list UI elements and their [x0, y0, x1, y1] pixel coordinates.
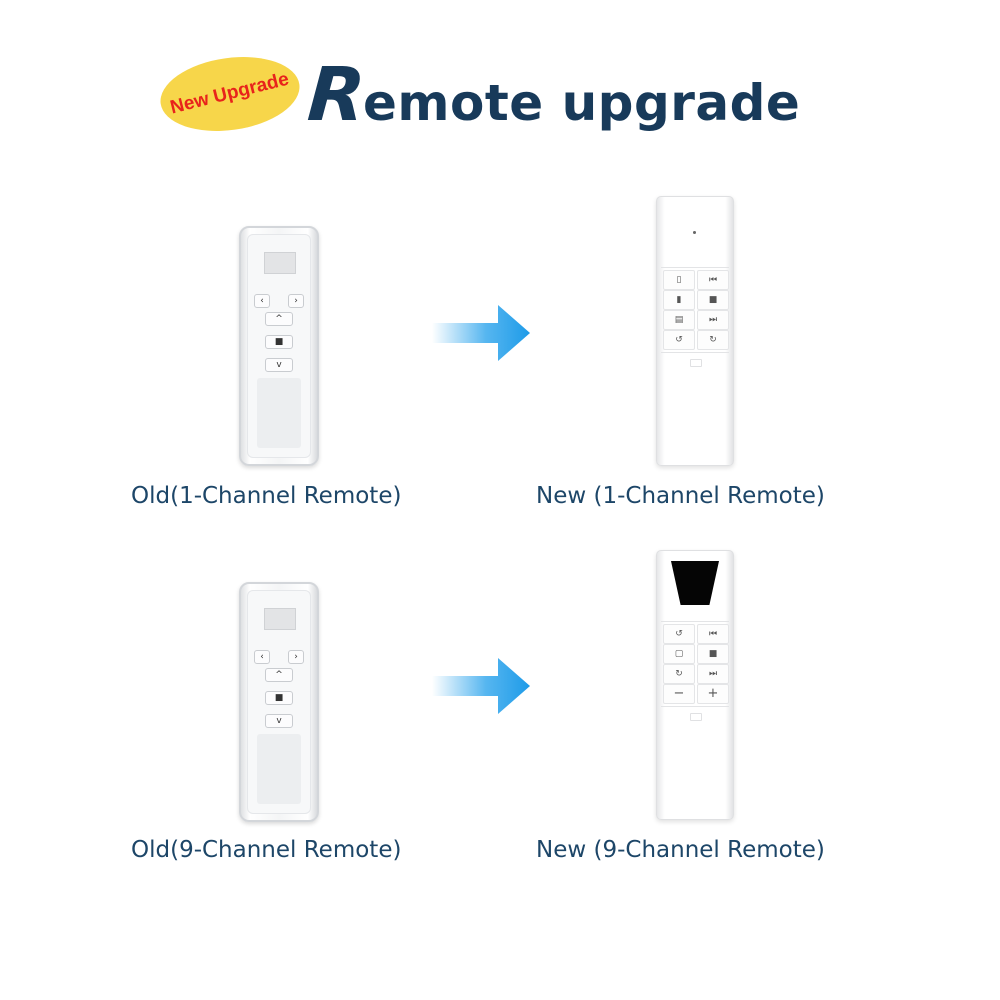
down-key: v — [265, 358, 293, 372]
keypad: ↺ ⏮ ▢ ■ ↻ ⏭ − + — [661, 621, 729, 707]
new-upgrade-badge: New Upgrade — [155, 48, 305, 140]
up-key: ^ — [265, 312, 293, 326]
right-key-3: ⏭ — [697, 664, 729, 684]
caption-new-9-channel: New (9-Channel Remote) — [536, 837, 825, 863]
right-key-2: ■ — [697, 644, 729, 664]
right-arrow-icon — [432, 305, 530, 361]
minus-key: − — [663, 684, 695, 704]
right-key: › — [288, 294, 304, 308]
stop-key: ■ — [265, 691, 293, 705]
left-key-1: ▯ — [663, 270, 695, 290]
caption-old-1-channel: Old(1-Channel Remote) — [131, 483, 402, 509]
title-initial: R — [304, 52, 366, 138]
page-title: Remote upgrade — [304, 52, 828, 152]
right-key-1: ⏮ — [697, 624, 729, 644]
right-key-3: ⏭ — [697, 310, 729, 330]
left-key-2: ▢ — [663, 644, 695, 664]
keypad: ▯ ⏮ ▮ ■ ▤ ⏭ ↺ ↻ — [661, 267, 729, 353]
up-key: ^ — [265, 668, 293, 682]
down-key: v — [265, 714, 293, 728]
left-key-1: ↺ — [663, 624, 695, 644]
remote-lower-panel — [257, 378, 301, 448]
caption-old-9-channel: Old(9-Channel Remote) — [131, 837, 402, 863]
title-rest: emote upgrade — [362, 74, 801, 132]
new-9-channel-remote: ↺ ⏮ ▢ ■ ↻ ⏭ − + — [656, 550, 734, 820]
left-key: ‹ — [254, 650, 270, 664]
right-arrow-icon — [432, 658, 530, 714]
right-key-4: ↻ — [697, 330, 729, 350]
old-9-channel-remote: ‹ › ^ ■ v — [239, 582, 319, 822]
remote-screen — [264, 252, 296, 274]
right-key: › — [288, 650, 304, 664]
right-key-1: ⏮ — [697, 270, 729, 290]
plus-key: + — [697, 684, 729, 704]
left-key-4: ↺ — [663, 330, 695, 350]
left-key-3: ↻ — [663, 664, 695, 684]
right-key-2: ■ — [697, 290, 729, 310]
caption-new-1-channel: New (1-Channel Remote) — [536, 483, 825, 509]
remote-lower-panel — [257, 734, 301, 804]
stop-key: ■ — [265, 335, 293, 349]
badge-text: New Upgrade — [168, 68, 292, 119]
indicator-led — [693, 231, 696, 234]
lcd-display — [671, 561, 719, 605]
old-1-channel-remote: ‹ › ^ ■ v — [239, 226, 319, 466]
battery-clip — [690, 359, 702, 367]
remote-screen — [264, 608, 296, 630]
new-1-channel-remote: ▯ ⏮ ▮ ■ ▤ ⏭ ↺ ↻ — [656, 196, 734, 466]
left-key-2: ▮ — [663, 290, 695, 310]
left-key: ‹ — [254, 294, 270, 308]
battery-clip — [690, 713, 702, 721]
left-key-3: ▤ — [663, 310, 695, 330]
